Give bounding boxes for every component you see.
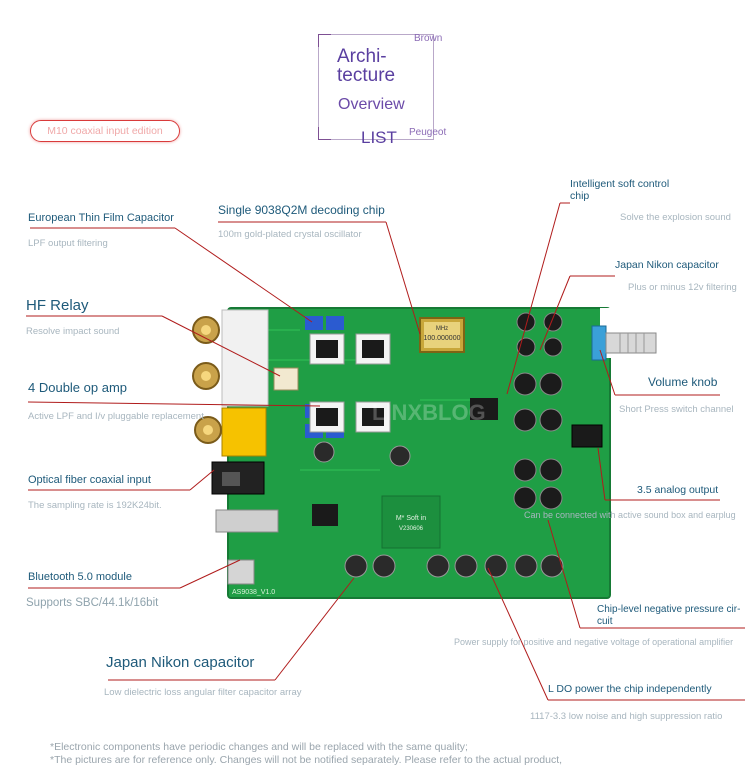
label-analog-output: 3.5 analog output: [637, 484, 719, 496]
coax-jack-housing: [221, 407, 267, 457]
desc-european-capacitor: LPF output filtering: [28, 238, 108, 249]
header-frame: [318, 34, 434, 140]
desc-analog-output: Can be connected with active sound box a…: [524, 510, 736, 520]
frame-corner-ornament: [318, 127, 331, 140]
hf-relay: [273, 367, 299, 391]
leader-lines: [26, 202, 745, 701]
module-label-line1: M* Soft in: [396, 515, 426, 522]
label-ldo-power: L DO power the chip independently: [548, 683, 712, 695]
decoding-chip: [470, 398, 498, 420]
footnote-1: *Electronic components have periodic cha…: [50, 741, 468, 753]
label-european-capacitor: European Thin Film Capacitor: [28, 212, 174, 224]
volume-knob-body: [591, 325, 607, 361]
label-negative-pressure-line2: cuit: [597, 616, 613, 627]
label-bluetooth: Bluetooth 5.0 module: [28, 571, 132, 583]
desc-hf-relay: Resolve impact sound: [26, 326, 120, 337]
label-hf-relay: HF Relay: [26, 297, 89, 314]
module-area: [381, 495, 441, 549]
desc-volume-knob: Short Press switch channel: [619, 404, 734, 415]
desc-nikon-capacitor-right: Plus or minus 12v filtering: [628, 282, 737, 293]
nikon-capacitor-array-bottom: [344, 554, 564, 578]
nikon-capacitor-array-right: [513, 312, 563, 510]
label-soft-control-line1: Intelligent soft control: [570, 178, 670, 190]
frame-corner-ornament: [318, 34, 331, 47]
desc-op-amp: Active LPF and I/v pluggable replacement: [28, 411, 204, 422]
label-soft-control-line2: chip: [570, 190, 590, 202]
header-tag-top: Brown: [414, 33, 443, 44]
analog-output-jack: [571, 424, 603, 448]
desc-optical-input: The sampling rate is 192K24bit.: [28, 500, 162, 511]
crystal-line1: 100.000000: [424, 335, 461, 342]
pcb-trace: [250, 329, 480, 471]
volume-knob-shaft: [605, 332, 657, 354]
label-op-amp: 4 Double op amp: [28, 380, 128, 395]
desc-decoding-chip: 100m gold-plated crystal oscillator: [218, 229, 362, 240]
desc-nikon-capacitor-bottom: Low dielectric loss angular filter capac…: [104, 687, 302, 698]
header-list-label: LIST: [361, 128, 397, 147]
edition-badge-text: M10 coaxial input edition: [47, 125, 163, 137]
label-negative-pressure-line1: Chip-level negative pressure cir-: [597, 604, 741, 615]
label-decoding-chip: Single 9038Q2M decoding chip: [218, 203, 385, 217]
module-label-line2: V230606: [399, 526, 424, 532]
desc-bluetooth: Supports SBC/44.1k/16bit: [26, 597, 159, 609]
header-tag-bottom: Peugeot: [409, 127, 447, 138]
film-capacitor: [305, 316, 323, 330]
label-optical-input: Optical fiber coaxial input: [28, 474, 151, 486]
footnote-2: *The pictures are for reference only. Ch…: [50, 754, 563, 766]
desc-negative-pressure: Power supply for positive and negative v…: [454, 637, 734, 647]
edition-badge: M10 coaxial input edition: [30, 120, 180, 142]
header-title-line2: tecture: [337, 65, 396, 86]
usb-port: [215, 509, 279, 533]
desc-soft-control: Solve the explosion sound: [620, 212, 731, 223]
crystal-line2: MHz: [436, 326, 448, 332]
header-title-line1: Archi-: [337, 46, 387, 67]
op-amp-cap: [313, 441, 335, 463]
desc-ldo-power: 1117-3.3 low noise and high suppression …: [530, 711, 723, 722]
label-nikon-capacitor-right: Japan Nikon capacitor: [615, 259, 719, 271]
bluetooth-chip: [312, 504, 338, 526]
watermark: LINXBLOG: [372, 400, 486, 425]
label-volume-knob: Volume knob: [648, 375, 718, 389]
header-subtitle: Overview: [338, 96, 405, 113]
pcb-model-text: AS9038_V1.0: [232, 589, 275, 596]
label-nikon-capacitor-bottom: Japan Nikon capacitor: [106, 654, 255, 671]
